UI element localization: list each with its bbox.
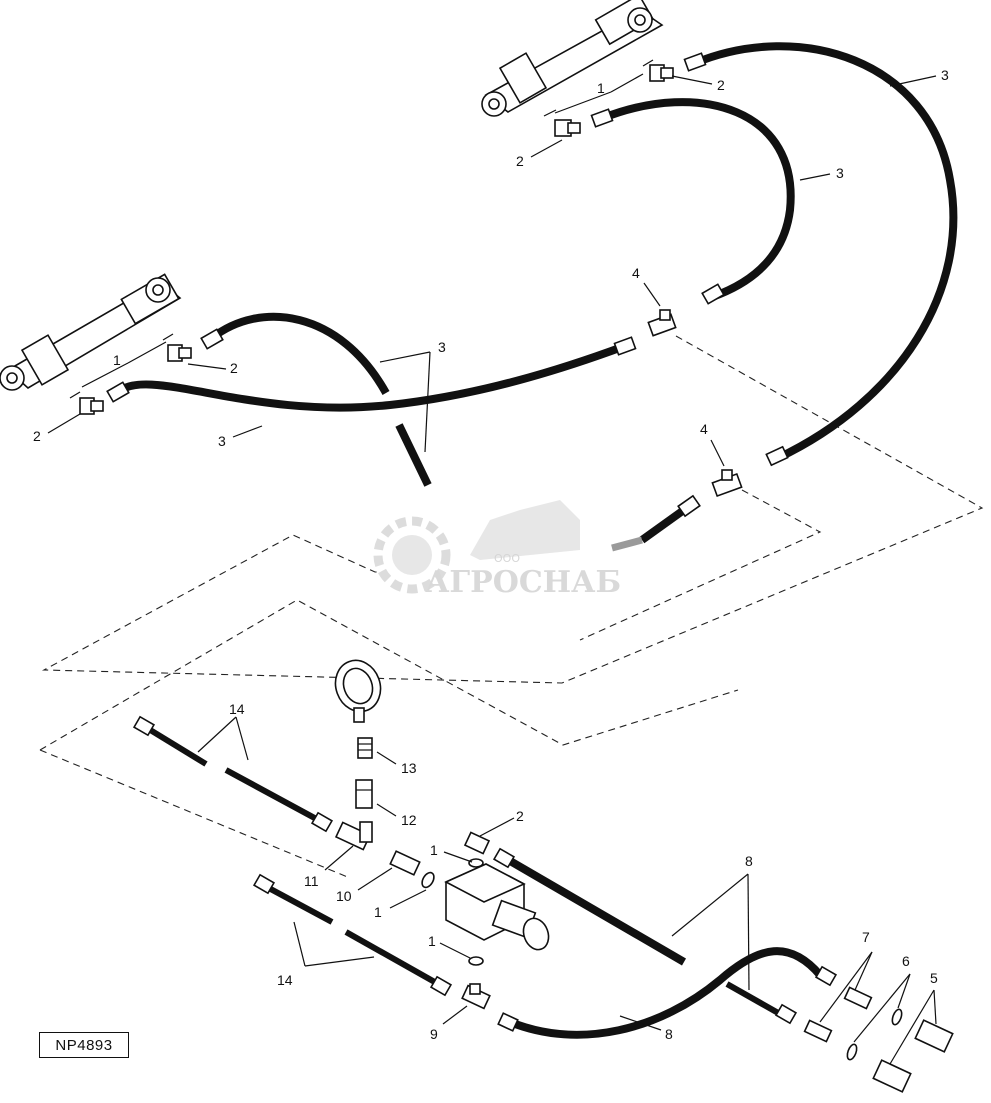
hose-end-f [106, 381, 130, 403]
dashed-route-lower [39, 599, 739, 751]
oring-1-valve-b [468, 858, 484, 868]
oring-6-a [891, 1008, 903, 1026]
callout-1-valve-c: 1 [428, 933, 436, 949]
callout-6: 6 [902, 953, 910, 969]
leader-lines [47, 73, 937, 1065]
oring-1-upper-right-b [642, 59, 654, 67]
tee-fitting-9 [461, 983, 491, 1010]
callout-2-lower: 2 [516, 808, 524, 824]
hose-14-lower-a [263, 883, 334, 925]
callout-1-valve-b: 1 [374, 904, 382, 920]
callout-10: 10 [336, 888, 352, 904]
elbow-fitting-2-upper-left-a [79, 397, 104, 415]
watermark-company-name: АГРОСНАБ [425, 565, 621, 600]
pressure-gauge [334, 659, 382, 723]
elbow-fitting-2-upper-right-a [554, 119, 581, 137]
hose-14-lower-b [344, 929, 442, 988]
hose-8-end-d [774, 1003, 798, 1025]
hose-end-d [765, 445, 789, 467]
hose-8-end-c [814, 965, 838, 987]
elbow-fitting-2-upper-right-b [649, 64, 674, 82]
callout-11: 11 [304, 873, 319, 889]
elbow-fitting-2-lower [463, 831, 491, 855]
hose-14-upper-b [224, 767, 324, 825]
hose-3-left-upper [209, 312, 390, 395]
tee-fitting-11 [334, 821, 373, 851]
adapter-7-a [843, 986, 873, 1010]
hose-end-a [683, 52, 707, 72]
dashed-route-middle [579, 489, 822, 641]
hose-3-middle-segment [639, 503, 691, 544]
callout-4-upper: 4 [632, 265, 640, 281]
adapter-7-b [803, 1019, 833, 1043]
callout-3-left-long: 3 [218, 433, 226, 449]
hose-end-e [613, 336, 637, 356]
callout-9: 9 [430, 1026, 438, 1042]
hydraulic-cylinder-upper-right [481, 0, 664, 117]
adapter-13 [357, 737, 373, 759]
callout-8-upper: 8 [745, 853, 753, 869]
callout-7: 7 [862, 929, 870, 945]
adapter-12 [355, 779, 373, 809]
hose-8-end-a [492, 847, 516, 869]
valve-block [444, 863, 550, 951]
callout-3-left-pair: 3 [438, 339, 446, 355]
hose-3-gray-segment [611, 536, 643, 552]
figure-reference-code: NP4893 [39, 1032, 129, 1058]
callout-2-upper-left-a: 2 [230, 360, 238, 376]
oring-1-valve-c [468, 956, 484, 966]
hose-14-end-b [310, 811, 334, 833]
callout-3-outer-right: 3 [941, 67, 949, 83]
tee-fitting-4-lower [711, 469, 743, 498]
adapter-10 [389, 850, 421, 876]
quick-coupler-5-b [872, 1059, 912, 1093]
oring-1-valve-a [421, 871, 435, 889]
callout-2-upper-right-a: 2 [717, 77, 725, 93]
hose-end-g [200, 328, 224, 350]
callout-1-upper-right: 1 [597, 80, 605, 96]
hose-3-inner-right [601, 98, 795, 301]
watermark-logo: ООО АГРОСНАБ [373, 500, 621, 600]
oring-6-b [846, 1043, 858, 1061]
callout-2-upper-left-b: 2 [33, 428, 41, 444]
callout-3-inner-right: 3 [836, 165, 844, 181]
hose-end-c [701, 283, 725, 305]
callout-14-upper: 14 [229, 701, 245, 717]
dashed-route-lower-left [39, 749, 351, 879]
hose-8-curved [508, 947, 824, 1039]
callout-8-lower: 8 [665, 1026, 673, 1042]
hose-14-end-d [429, 975, 453, 997]
oring-1-upper-left-b [162, 333, 174, 341]
dashed-route-upper [41, 335, 984, 684]
figure-reference-text: NP4893 [55, 1036, 113, 1054]
callout-14-lower: 14 [277, 972, 293, 988]
hose-8-straight [502, 854, 687, 966]
hose-14-upper-a [145, 725, 208, 767]
hydraulic-cylinder-upper-left [0, 273, 182, 391]
hose-3-left-long [115, 342, 627, 412]
callout-labels: 1 2 2 3 3 1 2 2 3 3 4 4 14 13 12 2 1 11 … [33, 67, 949, 1042]
quick-coupler-5-a [914, 1019, 954, 1053]
callout-1-valve-a: 1 [430, 842, 438, 858]
oring-1-upper-right-a [543, 109, 557, 117]
hose-8-end-b [497, 1012, 519, 1032]
oring-1-upper-left-a [69, 391, 81, 399]
hose-end-h [677, 494, 701, 518]
elbow-fitting-2-upper-left-b [167, 344, 192, 362]
tee-fitting-4-upper [647, 309, 677, 337]
hose-14-end-a [132, 715, 156, 737]
callout-12: 12 [401, 812, 417, 828]
hose-14-end-c [252, 873, 276, 895]
callout-13: 13 [401, 760, 417, 776]
hose-3-left-lower [395, 423, 432, 487]
hose-8-short [725, 981, 782, 1017]
callout-2-upper-right-b: 2 [516, 153, 524, 169]
hose-end-b [590, 108, 614, 128]
hose-3-outer-right [693, 42, 958, 462]
watermark-prefix: ООО [494, 552, 520, 565]
callout-4-lower: 4 [700, 421, 708, 437]
callout-1-upper-left: 1 [113, 352, 121, 368]
callout-5: 5 [930, 970, 938, 986]
